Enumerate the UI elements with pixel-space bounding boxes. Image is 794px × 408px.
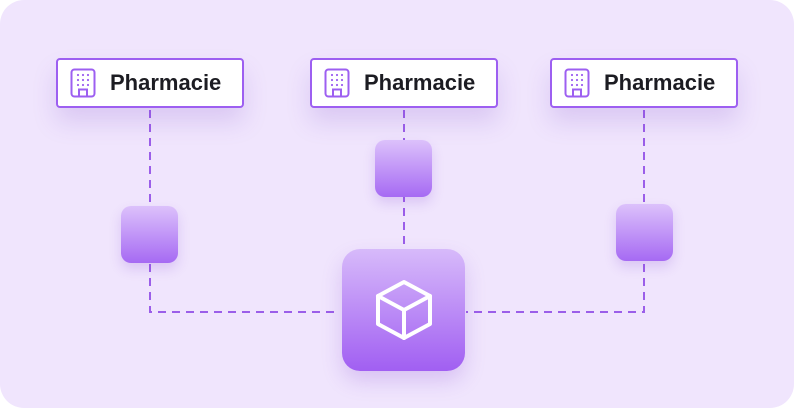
pharmacy-card-1: Pharmacie [56,58,244,108]
building-icon [70,68,96,98]
cube-box-icon [375,280,432,340]
pharmacy-label: Pharmacie [604,70,716,95]
pharmacy-label: Pharmacie [110,70,222,95]
package-tile-center [375,140,432,197]
central-hub [342,249,465,371]
connector-right [466,110,645,313]
pharmacy-label: Pharmacie [364,70,476,95]
package-tile-right [616,204,673,261]
building-icon [564,68,590,98]
pharmacy-card-3: Pharmacie [550,58,738,108]
pharmacy-card-2: Pharmacie [310,58,498,108]
connector-left [149,110,340,313]
package-tile-left [121,206,178,263]
building-icon [324,68,350,98]
